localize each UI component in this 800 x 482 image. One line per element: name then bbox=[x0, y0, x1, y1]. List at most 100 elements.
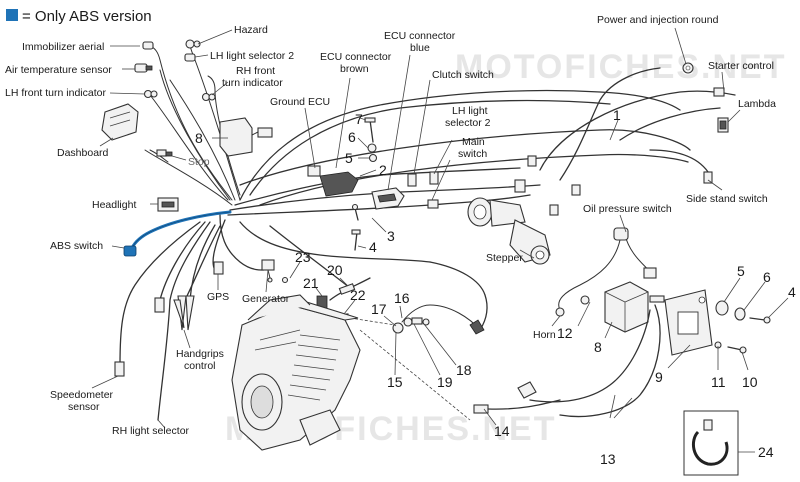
bolt-7 bbox=[364, 117, 376, 143]
sensor-assembly-15-19 bbox=[392, 304, 485, 335]
label-power-injection-round: Power and injection round bbox=[597, 14, 719, 26]
generator-connector bbox=[261, 259, 275, 283]
gps-connector bbox=[213, 261, 224, 275]
label-ground-ecu: Ground ECU bbox=[270, 96, 330, 108]
stop-connector bbox=[156, 149, 173, 157]
label-stop: Stop bbox=[188, 156, 210, 168]
immobilizer-connector bbox=[142, 41, 154, 50]
callout-8-left: 8 bbox=[195, 130, 203, 146]
air-temp-connector bbox=[134, 63, 153, 73]
callout-18: 18 bbox=[456, 362, 472, 378]
callout-14: 14 bbox=[494, 423, 510, 439]
main-switch-connector bbox=[427, 199, 439, 209]
bracket-9 bbox=[664, 289, 713, 356]
pin-2 bbox=[351, 203, 359, 221]
dashed-leader bbox=[349, 317, 471, 421]
ecu-connector-brown bbox=[307, 165, 359, 197]
callout-1: 1 bbox=[613, 107, 621, 123]
abs-switch-wire bbox=[130, 210, 232, 250]
callout-15: 15 bbox=[387, 374, 403, 390]
label-ecu-blue-2: blue bbox=[410, 42, 430, 54]
cap-6-right bbox=[734, 307, 746, 321]
label-abs-switch: ABS switch bbox=[50, 240, 103, 252]
callout-6-right: 6 bbox=[763, 269, 771, 285]
abs-switch-connector bbox=[123, 245, 137, 257]
callout-4: 4 bbox=[369, 239, 377, 255]
leader-lines bbox=[91, 27, 789, 429]
label-rh-front-1: RH front bbox=[236, 65, 275, 77]
label-ecu-brown-1: ECU connector bbox=[320, 51, 392, 63]
callout-7: 7 bbox=[355, 111, 363, 127]
lh-selector-connector bbox=[184, 53, 196, 62]
rh-light-selector-connector bbox=[154, 297, 165, 313]
label-main-switch-2: switch bbox=[458, 148, 487, 160]
label-lh-light-sel-mid-2: selector 2 bbox=[445, 117, 491, 129]
lh-selector-mid-connector bbox=[429, 171, 439, 185]
callout-numbers: 1 2 3 4 5 6 7 8 8 5 6 4 9 10 11 12 13 14… bbox=[195, 107, 796, 467]
relay-left bbox=[219, 117, 273, 157]
rh-turn-connector bbox=[201, 92, 216, 102]
label-hazard: Hazard bbox=[234, 24, 268, 36]
label-gps: GPS bbox=[207, 291, 229, 303]
label-stepper: Stepper bbox=[486, 252, 523, 264]
oil-pressure-connector bbox=[613, 227, 629, 241]
callout-8-right: 8 bbox=[594, 339, 602, 355]
callout-5-right: 5 bbox=[737, 263, 745, 279]
labels: Hazard Immobilizer aerial LH light selec… bbox=[5, 14, 776, 437]
nut-5-right bbox=[715, 300, 729, 316]
callout-3: 3 bbox=[387, 228, 395, 244]
headlight-connector bbox=[157, 197, 179, 212]
legend-text: = Only ABS version bbox=[22, 8, 152, 25]
hazard-connector bbox=[185, 39, 201, 49]
pin-4 bbox=[351, 229, 361, 251]
callout-21: 21 bbox=[303, 275, 319, 291]
callout-2: 2 bbox=[379, 162, 387, 178]
label-speedometer-1: Speedometer bbox=[50, 389, 114, 401]
abs-switch-wire-edge bbox=[131, 211, 231, 249]
horn-terminal bbox=[555, 307, 565, 317]
engine-block bbox=[231, 294, 361, 451]
washer-5 bbox=[368, 153, 378, 163]
spark-cap bbox=[517, 381, 537, 399]
handgrips-connectors bbox=[173, 295, 195, 331]
label-rh-light-selector: RH light selector bbox=[112, 425, 190, 437]
washer-12 bbox=[580, 295, 590, 305]
label-lh-front-turn: LH front turn indicator bbox=[5, 87, 106, 99]
callout-22: 22 bbox=[350, 287, 366, 303]
sensor-14 bbox=[473, 399, 561, 414]
callout-9: 9 bbox=[655, 369, 663, 385]
abs-legend-swatch bbox=[6, 9, 18, 21]
ecu-connector-blue bbox=[371, 187, 405, 210]
cable-13 bbox=[529, 304, 661, 419]
callout-10: 10 bbox=[742, 374, 758, 390]
callout-12: 12 bbox=[557, 325, 573, 341]
label-clutch-switch: Clutch switch bbox=[432, 69, 494, 81]
callout-20: 20 bbox=[327, 262, 343, 278]
label-main-switch-1: Main bbox=[462, 136, 485, 148]
dashboard-part bbox=[101, 103, 139, 141]
label-oil-pressure-switch: Oil pressure switch bbox=[583, 203, 672, 215]
side-stand-connector bbox=[703, 171, 713, 184]
power-round-terminal bbox=[682, 62, 694, 74]
screw-4-right bbox=[749, 316, 771, 324]
main-harness bbox=[119, 67, 736, 421]
lh-turn-connector bbox=[143, 89, 158, 99]
lambda-connector bbox=[717, 117, 729, 133]
callout-13: 13 bbox=[600, 451, 616, 467]
label-ecu-brown-2: brown bbox=[340, 63, 369, 75]
callout-19: 19 bbox=[437, 374, 453, 390]
speedometer-connector bbox=[114, 361, 125, 377]
label-horn: Horn bbox=[533, 329, 556, 341]
callout-24: 24 bbox=[758, 444, 774, 460]
label-lambda: Lambda bbox=[738, 98, 776, 110]
upper-left-wires bbox=[144, 43, 241, 206]
callout-16: 16 bbox=[394, 290, 410, 306]
label-ecu-blue-1: ECU connector bbox=[384, 30, 456, 42]
callout-4-right: 4 bbox=[788, 284, 796, 300]
label-lh-light-sel-mid-1: LH light bbox=[452, 105, 488, 117]
callout-11: 11 bbox=[711, 374, 726, 390]
watermark: MOTOFICHES.NET bbox=[455, 48, 787, 86]
nut-6 bbox=[367, 143, 377, 153]
clutch-switch-connector bbox=[407, 173, 417, 187]
